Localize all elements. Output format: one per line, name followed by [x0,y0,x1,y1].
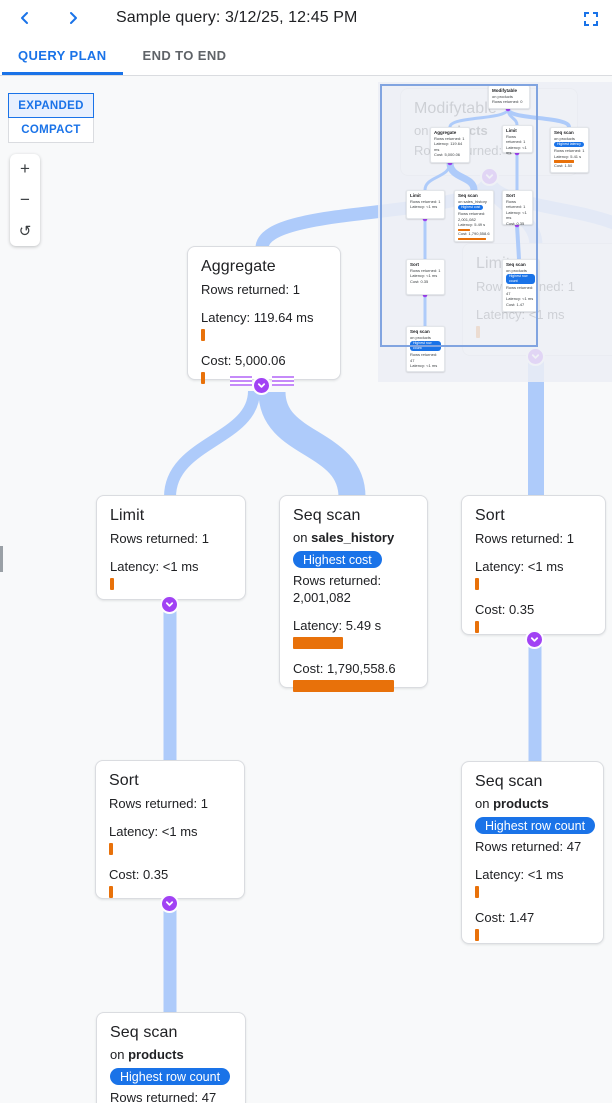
node-title: Sort [475,507,505,524]
left-scrollbar-thumb[interactable] [0,546,3,572]
minimap-node-seq-scan-latency: Seq scan on products Highest latency Row… [550,127,589,173]
latency-bar [475,578,479,590]
node-latency: Latency: 119.64 ms [201,310,314,325]
node-title: Sort [109,772,139,789]
minimap-highest-row-count-badge: Highest row count [506,274,535,284]
node-rows: Rows returned: 1 [110,531,209,546]
tab-query-plan[interactable]: QUERY PLAN [0,36,125,75]
zoom-out-button[interactable]: − [20,190,30,209]
cost-bar [475,621,479,633]
highest-cost-badge: Highest cost [293,551,382,568]
highest-row-count-badge: Highest row count [110,1068,231,1085]
minimap-highest-latency-badge: Highest latency [554,142,584,147]
zoom-controls: + − ↺ [10,154,40,246]
node-rows: Rows returned: 47 [475,839,582,854]
latency-bar [201,329,205,341]
node-latency: Latency: <1 ms [475,867,564,882]
node-table: on sales_history [293,530,395,545]
zoom-reset-button[interactable]: ↺ [18,222,32,240]
page-title: Sample query: 3/12/25, 12:45 PM [116,9,358,26]
minimap-viewport[interactable] [380,84,538,347]
node-rows: Rows returned: 2,001,082 [293,573,382,605]
node-latency: Latency: <1 ms [110,559,199,574]
node-rows: Rows returned: 1 [475,531,574,546]
fullscreen-icon[interactable] [578,6,604,32]
node-title: Aggregate [201,258,276,275]
view-mode-toggle: EXPANDED COMPACT [8,93,94,143]
latency-bar [110,578,114,590]
node-cost: Cost: 1.47 [475,910,535,925]
latency-bar [475,886,479,898]
node-title: Seq scan [110,1024,178,1041]
node-rows: Rows returned: 1 [109,796,208,811]
previous-query-button[interactable] [10,3,40,33]
collapse-chevron-icon[interactable] [525,630,544,649]
header: Sample query: 3/12/25, 12:45 PM [0,0,612,37]
collapse-stripes [272,376,294,386]
tab-bar: QUERY PLAN END TO END [0,36,612,76]
minimap-node-sort-left: Sort Rows returned: 1 Latency: <1 ms Cos… [406,259,445,295]
next-query-button[interactable] [58,3,88,33]
node-latency: Latency: <1 ms [475,559,564,574]
cost-bar [293,680,394,692]
plan-node-seq-scan-products-bottom[interactable]: Seq scan on products Highest row count R… [96,1012,246,1103]
node-title: Seq scan [475,773,543,790]
node-cost: Cost: 1,790,558.6 [293,661,396,676]
plan-node-seq-scan-sales-history[interactable]: Seq scan on sales_history Highest cost R… [279,495,428,692]
node-title: Seq scan [293,507,361,524]
node-title: Limit [110,507,145,524]
node-cost: Cost: 5,000.06 [201,353,286,368]
cost-bar [475,929,479,941]
node-cost: Cost: 0.35 [109,867,169,882]
node-latency: Latency: 5.49 s [293,618,382,633]
collapse-chevron-icon[interactable] [160,595,179,614]
plan-node-aggregate[interactable]: Aggregate Rows returned: 1 Latency: 119.… [187,246,341,384]
node-table: on products [475,796,549,811]
minimap-node-modifytable: Modifytable on products Rows returned: 0 [488,85,530,109]
latency-bar [293,637,343,649]
compact-button[interactable]: COMPACT [8,118,94,143]
plan-node-sort-left[interactable]: Sort Rows returned: 1 Latency: <1 ms Cos… [95,760,245,899]
latency-bar [554,160,574,163]
node-rows: Rows returned: 1 [201,282,300,297]
expanded-button[interactable]: EXPANDED [8,93,94,118]
latency-bar [109,843,113,855]
plan-node-sort-right[interactable]: Sort Rows returned: 1 Latency: <1 ms Cos… [461,495,606,635]
node-cost: Cost: 0.35 [475,602,535,617]
plan-node-limit[interactable]: Limit Rows returned: 1 Latency: <1 ms [96,495,246,600]
zoom-in-button[interactable]: + [20,159,30,179]
plan-node-seq-scan-products-right[interactable]: Seq scan on products Highest row count R… [461,761,604,944]
cost-bar [201,372,205,384]
minimap-node-limit: Limit Rows returned: 1 Latency: <1 ms [502,125,533,155]
tab-end-to-end[interactable]: END TO END [142,48,227,63]
node-rows: Rows returned: 47 [110,1090,217,1103]
node-latency: Latency: <1 ms [109,824,198,839]
cost-bar [109,886,113,898]
collapse-stripes [230,376,252,386]
node-table: on products [110,1047,184,1062]
collapse-chevron-icon[interactable] [252,376,271,395]
collapse-chevron-icon[interactable] [160,894,179,913]
minimap[interactable]: Modifytable on products Rows returned: 0… [378,82,612,382]
highest-row-count-badge: Highest row count [475,817,596,834]
minimap-node-seq-scan-rows-right: Seq scan on products Highest row count R… [502,259,539,312]
minimap-node-aggregate: Aggregate Rows returned: 1 Latency: 119.… [430,127,470,163]
